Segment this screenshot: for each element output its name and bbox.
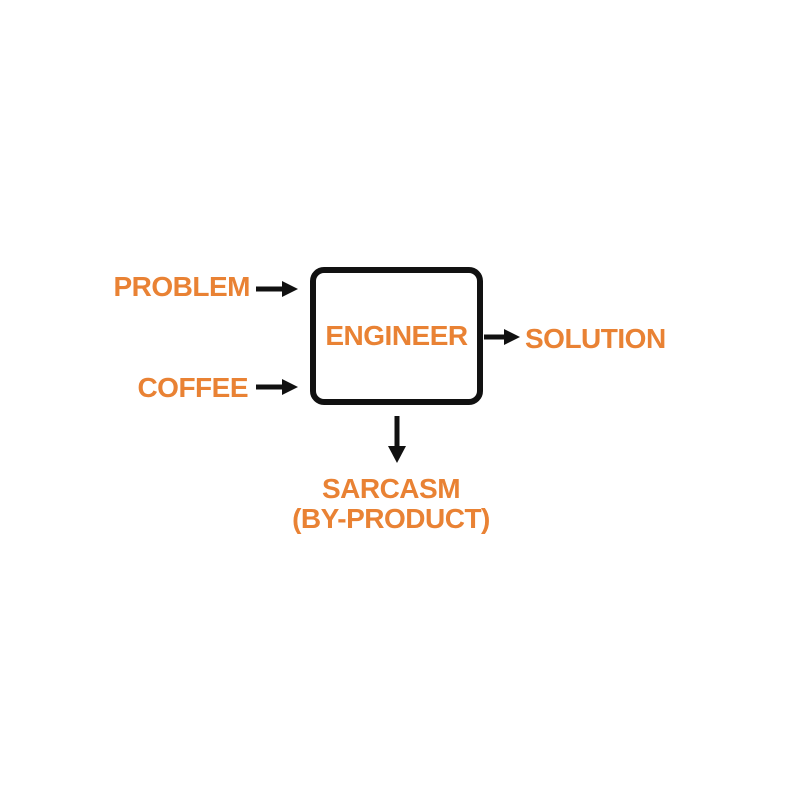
arrow-right-icon xyxy=(484,329,520,345)
process-label-engineer: ENGINEER xyxy=(325,320,468,351)
process-box-engineer: ENGINEER xyxy=(310,267,483,405)
byproduct-label: SARCASM (BY-PRODUCT) xyxy=(241,474,541,534)
input-label-problem: PROBLEM xyxy=(113,271,251,302)
input-label-coffee: COFFEE xyxy=(137,372,248,403)
output-label-solution: SOLUTION xyxy=(525,323,666,354)
arrow-right-icon xyxy=(256,281,298,297)
arrow-right-icon xyxy=(256,379,298,395)
arrow-down-icon xyxy=(388,416,406,463)
byproduct-label-line2: (BY-PRODUCT) xyxy=(292,503,490,534)
byproduct-label-line1: SARCASM xyxy=(321,473,461,504)
